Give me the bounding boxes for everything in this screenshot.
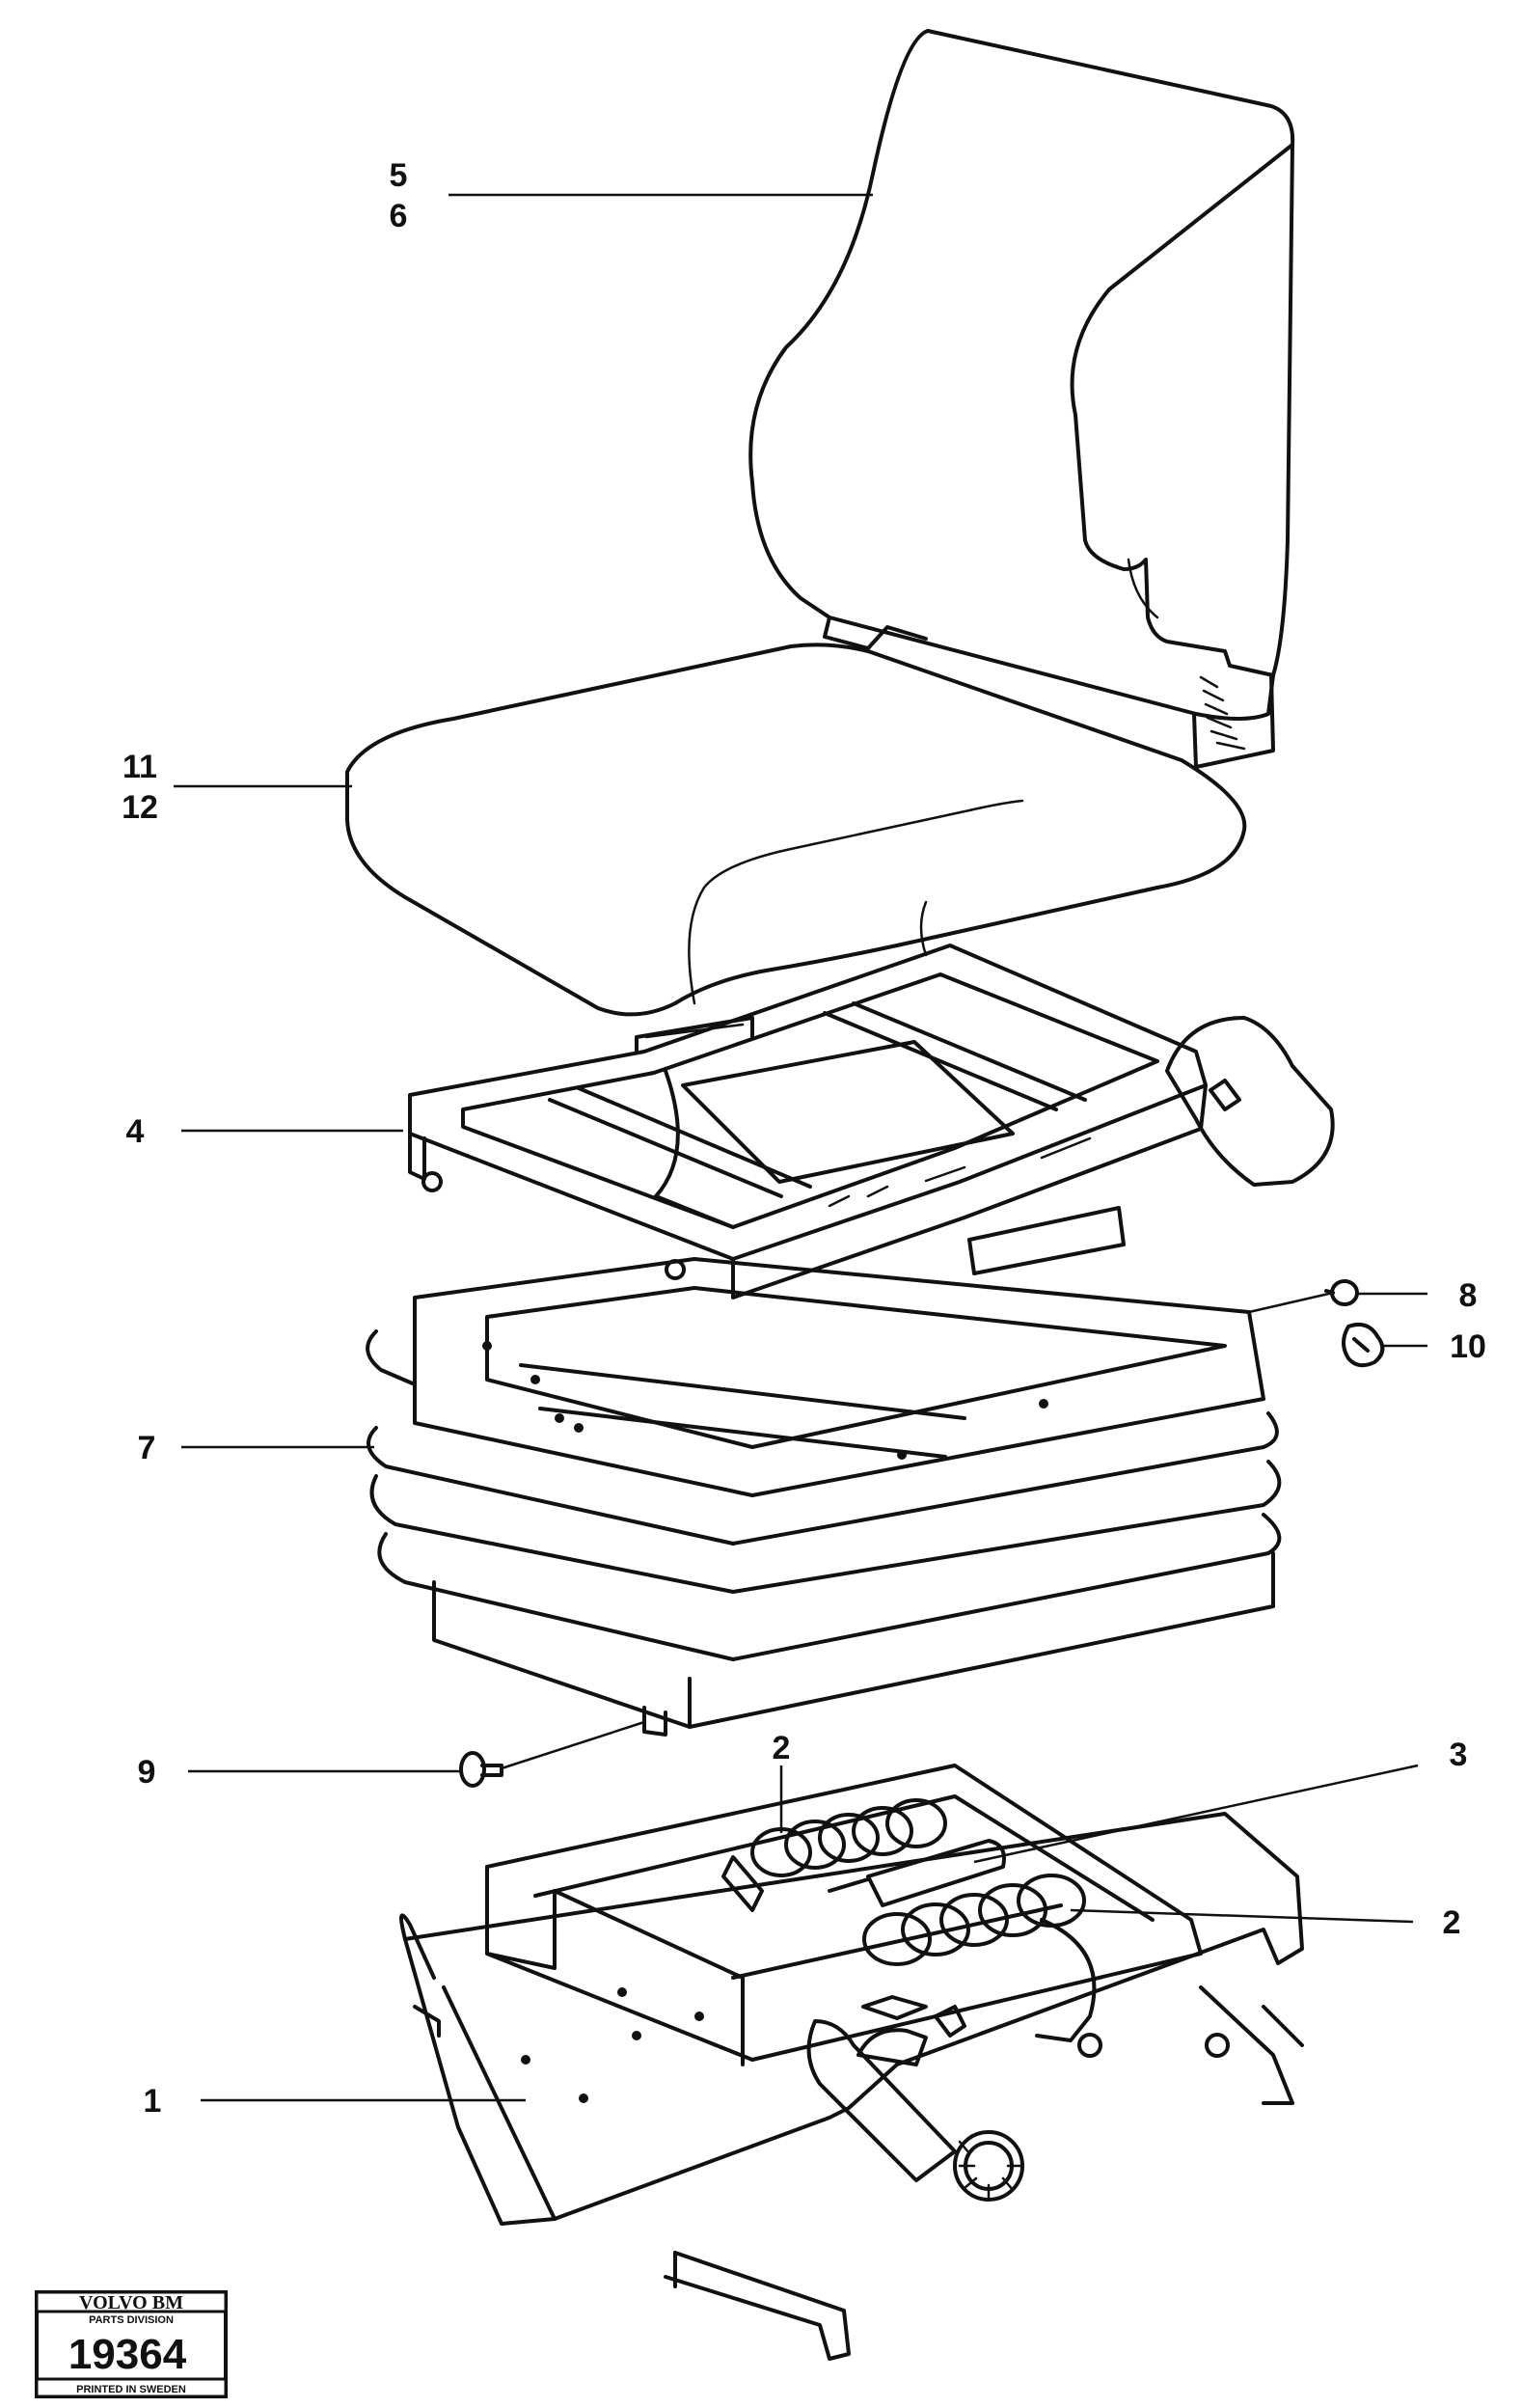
clip-part — [1342, 1323, 1385, 1368]
leader-screw-tail — [501, 1720, 645, 1770]
callout-damper: 3 — [1450, 1737, 1468, 1773]
leader-damper — [973, 1764, 1419, 1864]
stamp-brand: VOLVO BM — [79, 2292, 183, 2313]
callout-backrest-b: 6 — [390, 198, 408, 234]
screw-part — [459, 1751, 503, 1788]
volvo-bm-stamp: VOLVO BM PARTS DIVISION 19364 PRINTED IN… — [35, 2290, 228, 2398]
callout-frame: 4 — [126, 1113, 145, 1150]
damper-part — [721, 1839, 1006, 1912]
leader-lines — [174, 193, 1427, 2102]
spring-right-part — [862, 1874, 1086, 1966]
callout-spring-left: 2 — [773, 1730, 791, 1766]
stamp-number: 19364 — [68, 2331, 187, 2378]
suspension-part — [399, 1764, 1304, 2361]
stamp-printed: PRINTED IN SWEDEN — [76, 2384, 186, 2395]
callout-spring-right: 2 — [1443, 1904, 1461, 1941]
callout-clip: 10 — [1450, 1328, 1486, 1365]
callout-backrest-a: 5 — [390, 157, 408, 194]
callout-cushion-b: 12 — [122, 789, 158, 826]
callout-bellows: 7 — [138, 1430, 156, 1466]
callout-cushion-a: 11 — [122, 749, 157, 785]
frame-part — [408, 944, 1335, 1300]
bellows-part — [366, 1257, 1282, 1737]
callout-screw: 9 — [138, 1754, 156, 1791]
leader-clip-tail — [1248, 1291, 1334, 1314]
stamp-division: PARTS DIVISION — [89, 2314, 174, 2326]
cushion-part — [345, 643, 1247, 1017]
callout-knob: 8 — [1459, 1277, 1478, 1314]
backrest-part — [748, 29, 1295, 769]
leader-spring-right — [1070, 1908, 1414, 1924]
spring-left-part — [750, 1798, 947, 1877]
callout-rail: 1 — [144, 2083, 162, 2120]
callouts: 5 6 11 12 4 8 10 7 9 2 3 2 1 — [122, 157, 1486, 2120]
